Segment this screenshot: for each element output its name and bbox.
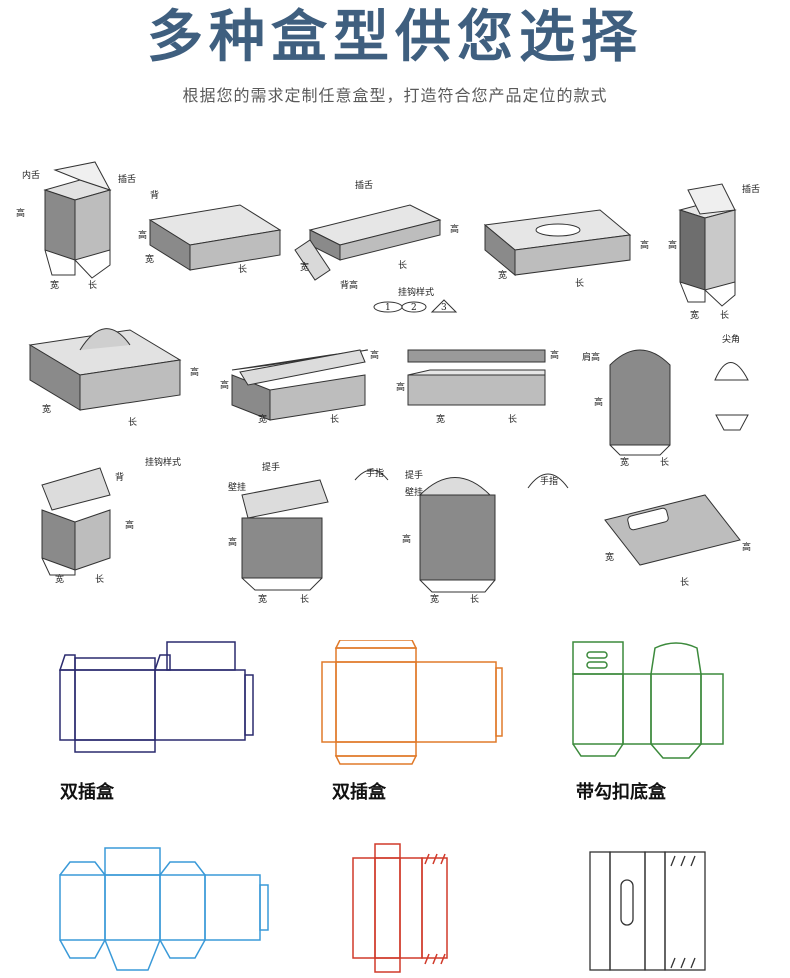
dieline-double-tuck-2 <box>321 640 503 765</box>
label-insert-tongue-3: 插舌 <box>742 183 760 195</box>
label-length-8: 长 <box>508 413 517 425</box>
label-height-3: 高 <box>450 223 459 235</box>
label-height-11: 高 <box>594 396 603 408</box>
tissue-box <box>483 209 632 277</box>
label-length: 长 <box>88 279 97 291</box>
label-length-11: 长 <box>300 593 309 605</box>
label-width-9: 宽 <box>620 456 629 468</box>
tall-hanging-box <box>678 183 737 307</box>
box-types-svg: 内舌 插舌 高 宽 长 背 高 宽 长 插舌 高 宽 长 背高 挂钩样式 <box>16 161 760 605</box>
gable-box-1 <box>241 479 329 591</box>
label-width-11: 宽 <box>258 593 267 605</box>
hook-cutout-icon <box>715 414 749 431</box>
lid-box-closed <box>407 349 546 406</box>
pointed-corner-icon <box>714 362 749 381</box>
label-width-8: 宽 <box>436 413 445 425</box>
page-subtitle: 根据您的需求定制任意盒型，打造符合您产品定位的款式 <box>182 86 608 105</box>
dieline-hook-bottom <box>572 641 724 759</box>
label-back: 背 <box>150 189 159 201</box>
dieline-blue <box>59 847 269 971</box>
label-pointed-corner: 尖角 <box>722 333 740 345</box>
dieline-black <box>589 851 706 971</box>
tuck-box-tall <box>43 161 112 279</box>
box-types-illustration: 内舌 插舌 高 宽 长 背 高 宽 长 插舌 高 宽 长 背高 挂钩样式 <box>0 150 790 610</box>
label-height-5: 高 <box>668 239 677 251</box>
label-height: 高 <box>16 207 25 219</box>
label-hook-3: 3 <box>441 303 447 313</box>
label-length-2: 长 <box>238 263 247 275</box>
label-hook-2: 2 <box>411 303 417 313</box>
hanging-tuck-box <box>294 204 442 281</box>
label-length-9: 长 <box>660 456 669 468</box>
hook-style-icons <box>373 299 458 313</box>
label-width-4: 宽 <box>498 269 507 281</box>
label-width-13: 宽 <box>605 551 614 563</box>
dieline-caption-1: 双插盒 <box>60 782 114 803</box>
cake-box <box>28 328 182 411</box>
label-width-5: 宽 <box>690 309 699 321</box>
label-insert-tongue: 插舌 <box>118 173 136 185</box>
label-hook-styles-2: 挂钩样式 <box>145 456 181 468</box>
label-wall-hang-2: 壁挂 <box>405 486 423 498</box>
label-width-6: 宽 <box>42 403 51 415</box>
dieline-caption-2: 双插盒 <box>332 782 386 803</box>
label-length-10: 长 <box>95 573 104 585</box>
label-height-7: 高 <box>370 349 379 361</box>
label-shoulder-height: 肩高 <box>582 351 600 363</box>
label-handle: 提手 <box>262 461 280 473</box>
label-back-2: 背 <box>115 471 124 483</box>
label-height-12: 高 <box>125 519 134 531</box>
label-height-13: 高 <box>228 536 237 548</box>
label-width-7: 宽 <box>258 413 267 425</box>
label-height-8: 高 <box>220 379 229 391</box>
flat-handle-box <box>604 494 741 566</box>
label-hook-1: 1 <box>385 303 391 313</box>
label-length-12: 长 <box>470 593 479 605</box>
dieline-double-tuck-1 <box>58 641 254 753</box>
flat-box <box>148 204 282 271</box>
label-handle-2: 提手 <box>405 469 423 481</box>
label-height-2: 高 <box>138 229 147 241</box>
label-height-9: 高 <box>550 349 559 361</box>
label-wall-hang: 壁挂 <box>228 481 246 493</box>
lid-box-open <box>231 349 369 421</box>
label-length-5: 长 <box>720 309 729 321</box>
label-length-6: 长 <box>128 416 137 428</box>
label-finger-hole-2: 手指 <box>540 475 558 487</box>
label-width-2: 宽 <box>145 253 154 265</box>
label-height-14: 高 <box>402 533 411 545</box>
label-length-13: 长 <box>680 576 689 588</box>
gable-box-2 <box>418 477 496 593</box>
label-back-height: 背高 <box>340 279 358 291</box>
label-width-10: 宽 <box>55 573 64 585</box>
finger-hole-icon <box>354 469 389 481</box>
label-height-15: 高 <box>742 541 751 553</box>
label-finger-hole: 手指 <box>366 467 384 479</box>
house-box <box>609 349 671 456</box>
dieline-caption-3: 带勾扣底盒 <box>576 782 666 803</box>
label-width: 宽 <box>50 279 59 291</box>
label-height-4: 高 <box>640 239 649 251</box>
label-length-4: 长 <box>575 277 584 289</box>
dieline-red <box>352 843 448 973</box>
page-title: 多种盒型供您选择 <box>147 5 643 70</box>
label-height-10: 高 <box>396 381 405 393</box>
label-width-12: 宽 <box>430 593 439 605</box>
finger-hole-icon-2 <box>527 473 569 489</box>
label-hook-styles: 挂钩样式 <box>398 286 434 298</box>
label-length-3: 长 <box>398 259 407 271</box>
label-length-7: 长 <box>330 413 339 425</box>
label-insert-tongue-2: 插舌 <box>355 179 373 191</box>
hang-tab-box <box>41 467 111 576</box>
label-width-3: 宽 <box>300 261 309 273</box>
label-inner-tongue: 内舌 <box>22 169 40 181</box>
label-height-6: 高 <box>190 366 199 378</box>
